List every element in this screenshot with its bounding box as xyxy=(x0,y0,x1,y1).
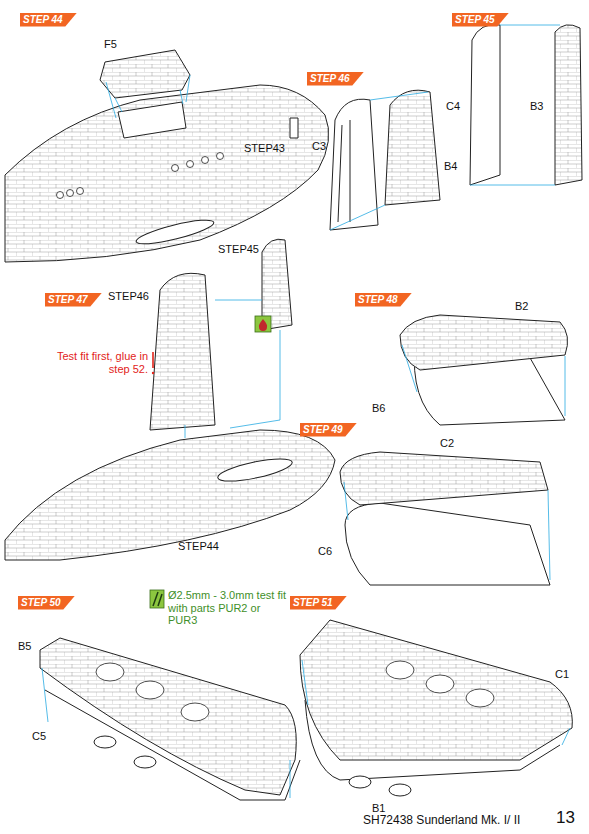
glue-icon xyxy=(255,316,271,332)
drill-note: Ø2.5mm - 3.0mm test fit with parts PUR2 … xyxy=(168,589,286,627)
leader-line xyxy=(106,75,190,118)
part-number: B6 xyxy=(372,402,385,415)
step-banner: STEP 47 xyxy=(45,293,102,307)
part-number: B2 xyxy=(515,300,528,313)
step-banner: STEP 48 xyxy=(355,293,412,307)
step-reference: STEP46 xyxy=(108,290,149,303)
step-reference: STEP44 xyxy=(178,540,219,553)
warning-bar xyxy=(152,352,154,368)
float xyxy=(134,756,156,768)
nacelle xyxy=(96,663,124,681)
nacelle xyxy=(181,703,209,721)
tailplane-upper xyxy=(400,315,568,370)
step-banner: STEP 51 xyxy=(290,596,347,610)
float xyxy=(349,776,371,788)
step-reference: STEP43 xyxy=(244,142,285,155)
fin-assembly xyxy=(150,273,215,430)
leader-line xyxy=(185,300,280,438)
drill-icon xyxy=(150,590,164,608)
fin-inner xyxy=(330,99,378,230)
warning-note: Test fit first, glue in step 52. xyxy=(52,350,148,375)
part-number: B3 xyxy=(530,100,543,113)
wing-upper xyxy=(300,620,572,760)
part-number: C1 xyxy=(555,668,569,681)
part-number: C3 xyxy=(312,140,326,153)
nacelle xyxy=(466,689,494,707)
part-number: C4 xyxy=(446,100,460,113)
part-number: B5 xyxy=(18,640,31,653)
kit-name: SH72438 Sunderland Mk. I/ II xyxy=(363,814,520,828)
leader-line xyxy=(330,92,428,230)
warning-dot xyxy=(152,372,154,374)
rudder-inner xyxy=(470,25,500,185)
leader-line xyxy=(42,668,290,798)
window xyxy=(202,157,209,164)
wing-upper xyxy=(40,638,296,795)
leader-line xyxy=(470,25,560,185)
fuselage-rear xyxy=(5,430,335,560)
part-number: C2 xyxy=(440,437,454,450)
nacelle xyxy=(386,661,414,679)
canopy-opening xyxy=(118,102,186,138)
part-number: C6 xyxy=(318,545,332,558)
page-number: 13 xyxy=(556,808,575,828)
window xyxy=(217,153,224,160)
blister xyxy=(134,216,215,249)
part-number: C5 xyxy=(32,730,46,743)
part-number: B4 xyxy=(444,160,457,173)
window xyxy=(57,192,64,199)
leader-line xyxy=(302,660,570,745)
step-reference: STEP45 xyxy=(218,243,259,256)
fin-outer xyxy=(385,90,440,205)
float xyxy=(389,784,411,796)
window xyxy=(172,165,179,172)
step-banner: STEP 46 xyxy=(307,72,364,86)
step-banner: STEP 44 xyxy=(20,13,77,27)
nacelle xyxy=(426,675,454,693)
tailplane-lower xyxy=(345,503,550,585)
window xyxy=(77,188,84,195)
window xyxy=(67,190,74,197)
rudder-outer xyxy=(555,25,582,185)
leader-line xyxy=(344,482,550,580)
leader-line xyxy=(402,345,565,416)
step-banner: STEP 50 xyxy=(18,596,75,610)
nacelle xyxy=(136,681,164,699)
fin-inner-frame xyxy=(338,120,350,222)
canopy-part xyxy=(100,50,190,98)
part-number: F5 xyxy=(104,38,117,51)
step-banner: STEP 45 xyxy=(452,13,509,27)
float xyxy=(94,736,116,748)
fuselage xyxy=(5,85,329,262)
part-number: B1 xyxy=(372,802,385,815)
tailplane-upper xyxy=(340,452,548,505)
blister xyxy=(216,454,294,485)
window xyxy=(187,161,194,168)
hatch xyxy=(290,118,298,138)
step-banner: STEP 49 xyxy=(300,423,357,437)
